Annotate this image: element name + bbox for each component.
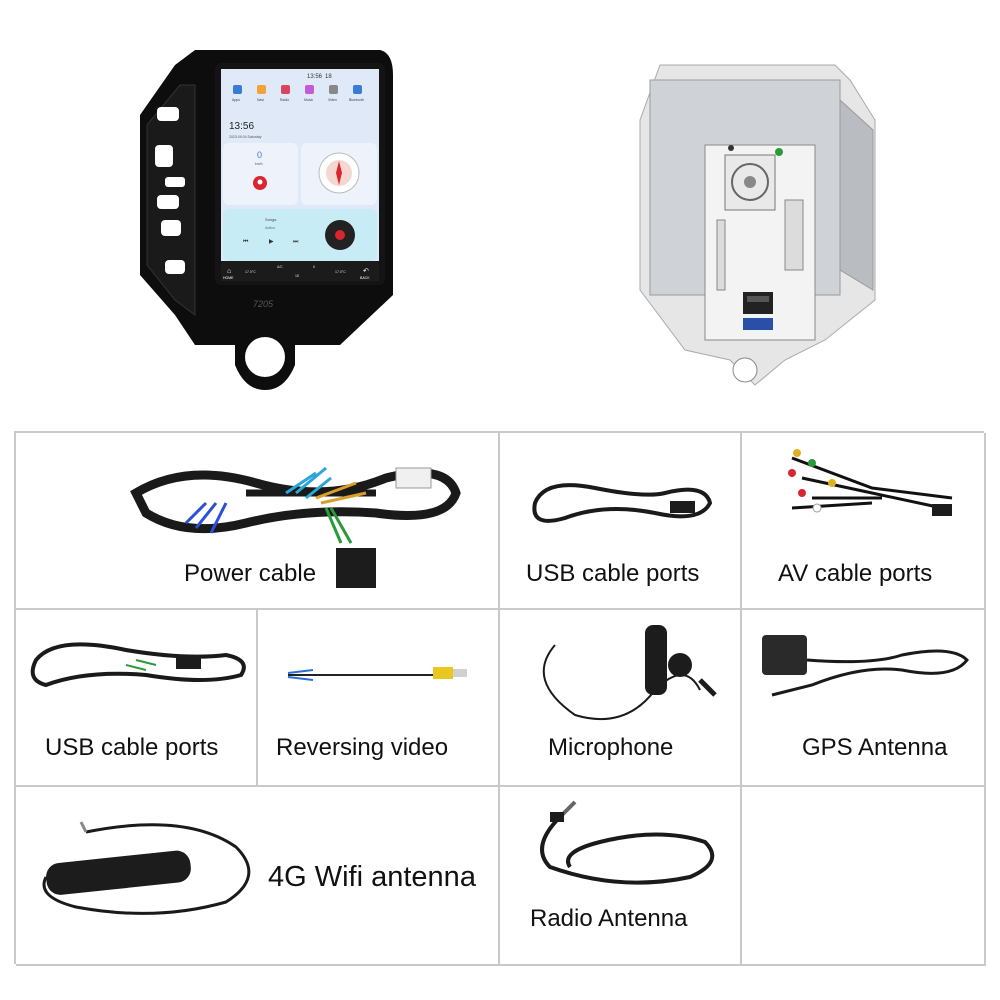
status-time: 13:56 xyxy=(307,74,323,80)
accessory-microphone: Microphone xyxy=(500,610,742,787)
date: 2023.09.04 Saturday xyxy=(229,135,262,139)
clock: 13:56 xyxy=(229,121,254,132)
app-label-bluetooth: Bluetooth xyxy=(349,98,364,102)
accessory-gps-antenna: GPS Antenna xyxy=(742,610,986,787)
fan-icon xyxy=(731,163,769,201)
usb-cable-image xyxy=(30,642,246,688)
accessory-label: Microphone xyxy=(548,734,674,761)
music-icon[interactable] xyxy=(305,85,314,94)
apps-icon[interactable] xyxy=(233,85,242,94)
navi-icon[interactable] xyxy=(257,85,266,94)
speed-unit: km/h xyxy=(255,162,263,166)
accessory-usb-cable-ports-1: USB cable ports xyxy=(500,433,742,610)
wifi-antenna-image xyxy=(42,821,251,915)
radio-antenna-image xyxy=(540,800,715,885)
power-cable-image xyxy=(130,466,461,588)
empty-cell xyxy=(742,787,986,966)
head-unit-back xyxy=(639,64,876,386)
app-label-navi: Navi xyxy=(257,98,264,102)
home-label: HOME xyxy=(223,276,234,280)
brand-logo: 7205 xyxy=(253,299,274,309)
song-title: Songs xyxy=(265,217,276,222)
accessory-label: 4G Wifi antenna xyxy=(268,861,476,893)
accessory-usb-cable-ports-2: USB cable ports xyxy=(16,610,258,787)
fan-value: 18 xyxy=(295,274,299,278)
accessory-label: Radio Antenna xyxy=(530,905,688,932)
app-label-video: Video xyxy=(328,98,337,102)
accessory-grid: Power cable USB cable ports AV cable por… xyxy=(14,431,986,966)
app-label-apps: Apps xyxy=(232,98,240,102)
prev-track-icon[interactable]: ⏮ xyxy=(243,239,249,245)
accessory-av-cable-ports: AV cable ports xyxy=(742,433,986,610)
accessory-label: USB cable ports xyxy=(526,560,700,587)
speed-value: 0 xyxy=(257,150,262,160)
accessory-reversing-video: Reversing video xyxy=(258,610,500,787)
accessory-label: USB cable ports xyxy=(45,734,219,761)
accessory-power-cable: Power cable xyxy=(16,433,500,610)
av-cable-image xyxy=(788,449,953,516)
accessory-label: Power cable xyxy=(184,560,317,587)
radio-icon[interactable] xyxy=(281,85,290,94)
back-icon[interactable]: ↶ xyxy=(363,268,369,275)
home-icon[interactable]: ⌂ xyxy=(227,268,231,275)
song-artist: Author xyxy=(265,226,276,230)
head-unit-front: 13:56 18 Apps Navi Radio Music Video Blu… xyxy=(140,50,393,390)
temp-right: 17.0°C xyxy=(335,270,346,274)
status-extra: 18 xyxy=(325,74,332,80)
play-icon[interactable]: ▶ xyxy=(269,239,274,245)
reversing-video-image xyxy=(287,667,467,681)
app-label-radio: Radio xyxy=(280,98,289,102)
next-track-icon[interactable]: ⏭ xyxy=(293,239,299,245)
bluetooth-icon[interactable] xyxy=(353,85,362,94)
video-icon[interactable] xyxy=(329,85,338,94)
back-label: BACK xyxy=(360,276,370,280)
product-photos: 13:56 18 Apps Navi Radio Music Video Blu… xyxy=(0,0,1000,430)
ac-label: A/C xyxy=(277,265,283,269)
accessory-label: GPS Antenna xyxy=(802,734,948,761)
app-label-music: Music xyxy=(304,98,313,102)
accessory-label: AV cable ports xyxy=(778,560,933,587)
accessory-radio-antenna: Radio Antenna xyxy=(500,787,742,966)
temp-left: 17.0°C xyxy=(245,270,256,274)
accessory-label: Reversing video xyxy=(276,734,449,761)
accessory-wifi-antenna: 4G Wifi antenna xyxy=(16,787,500,966)
microphone-image xyxy=(542,625,717,721)
usb-cable-image xyxy=(532,483,713,523)
fan-speed: 6 xyxy=(313,265,315,269)
gps-antenna-image xyxy=(762,635,969,697)
